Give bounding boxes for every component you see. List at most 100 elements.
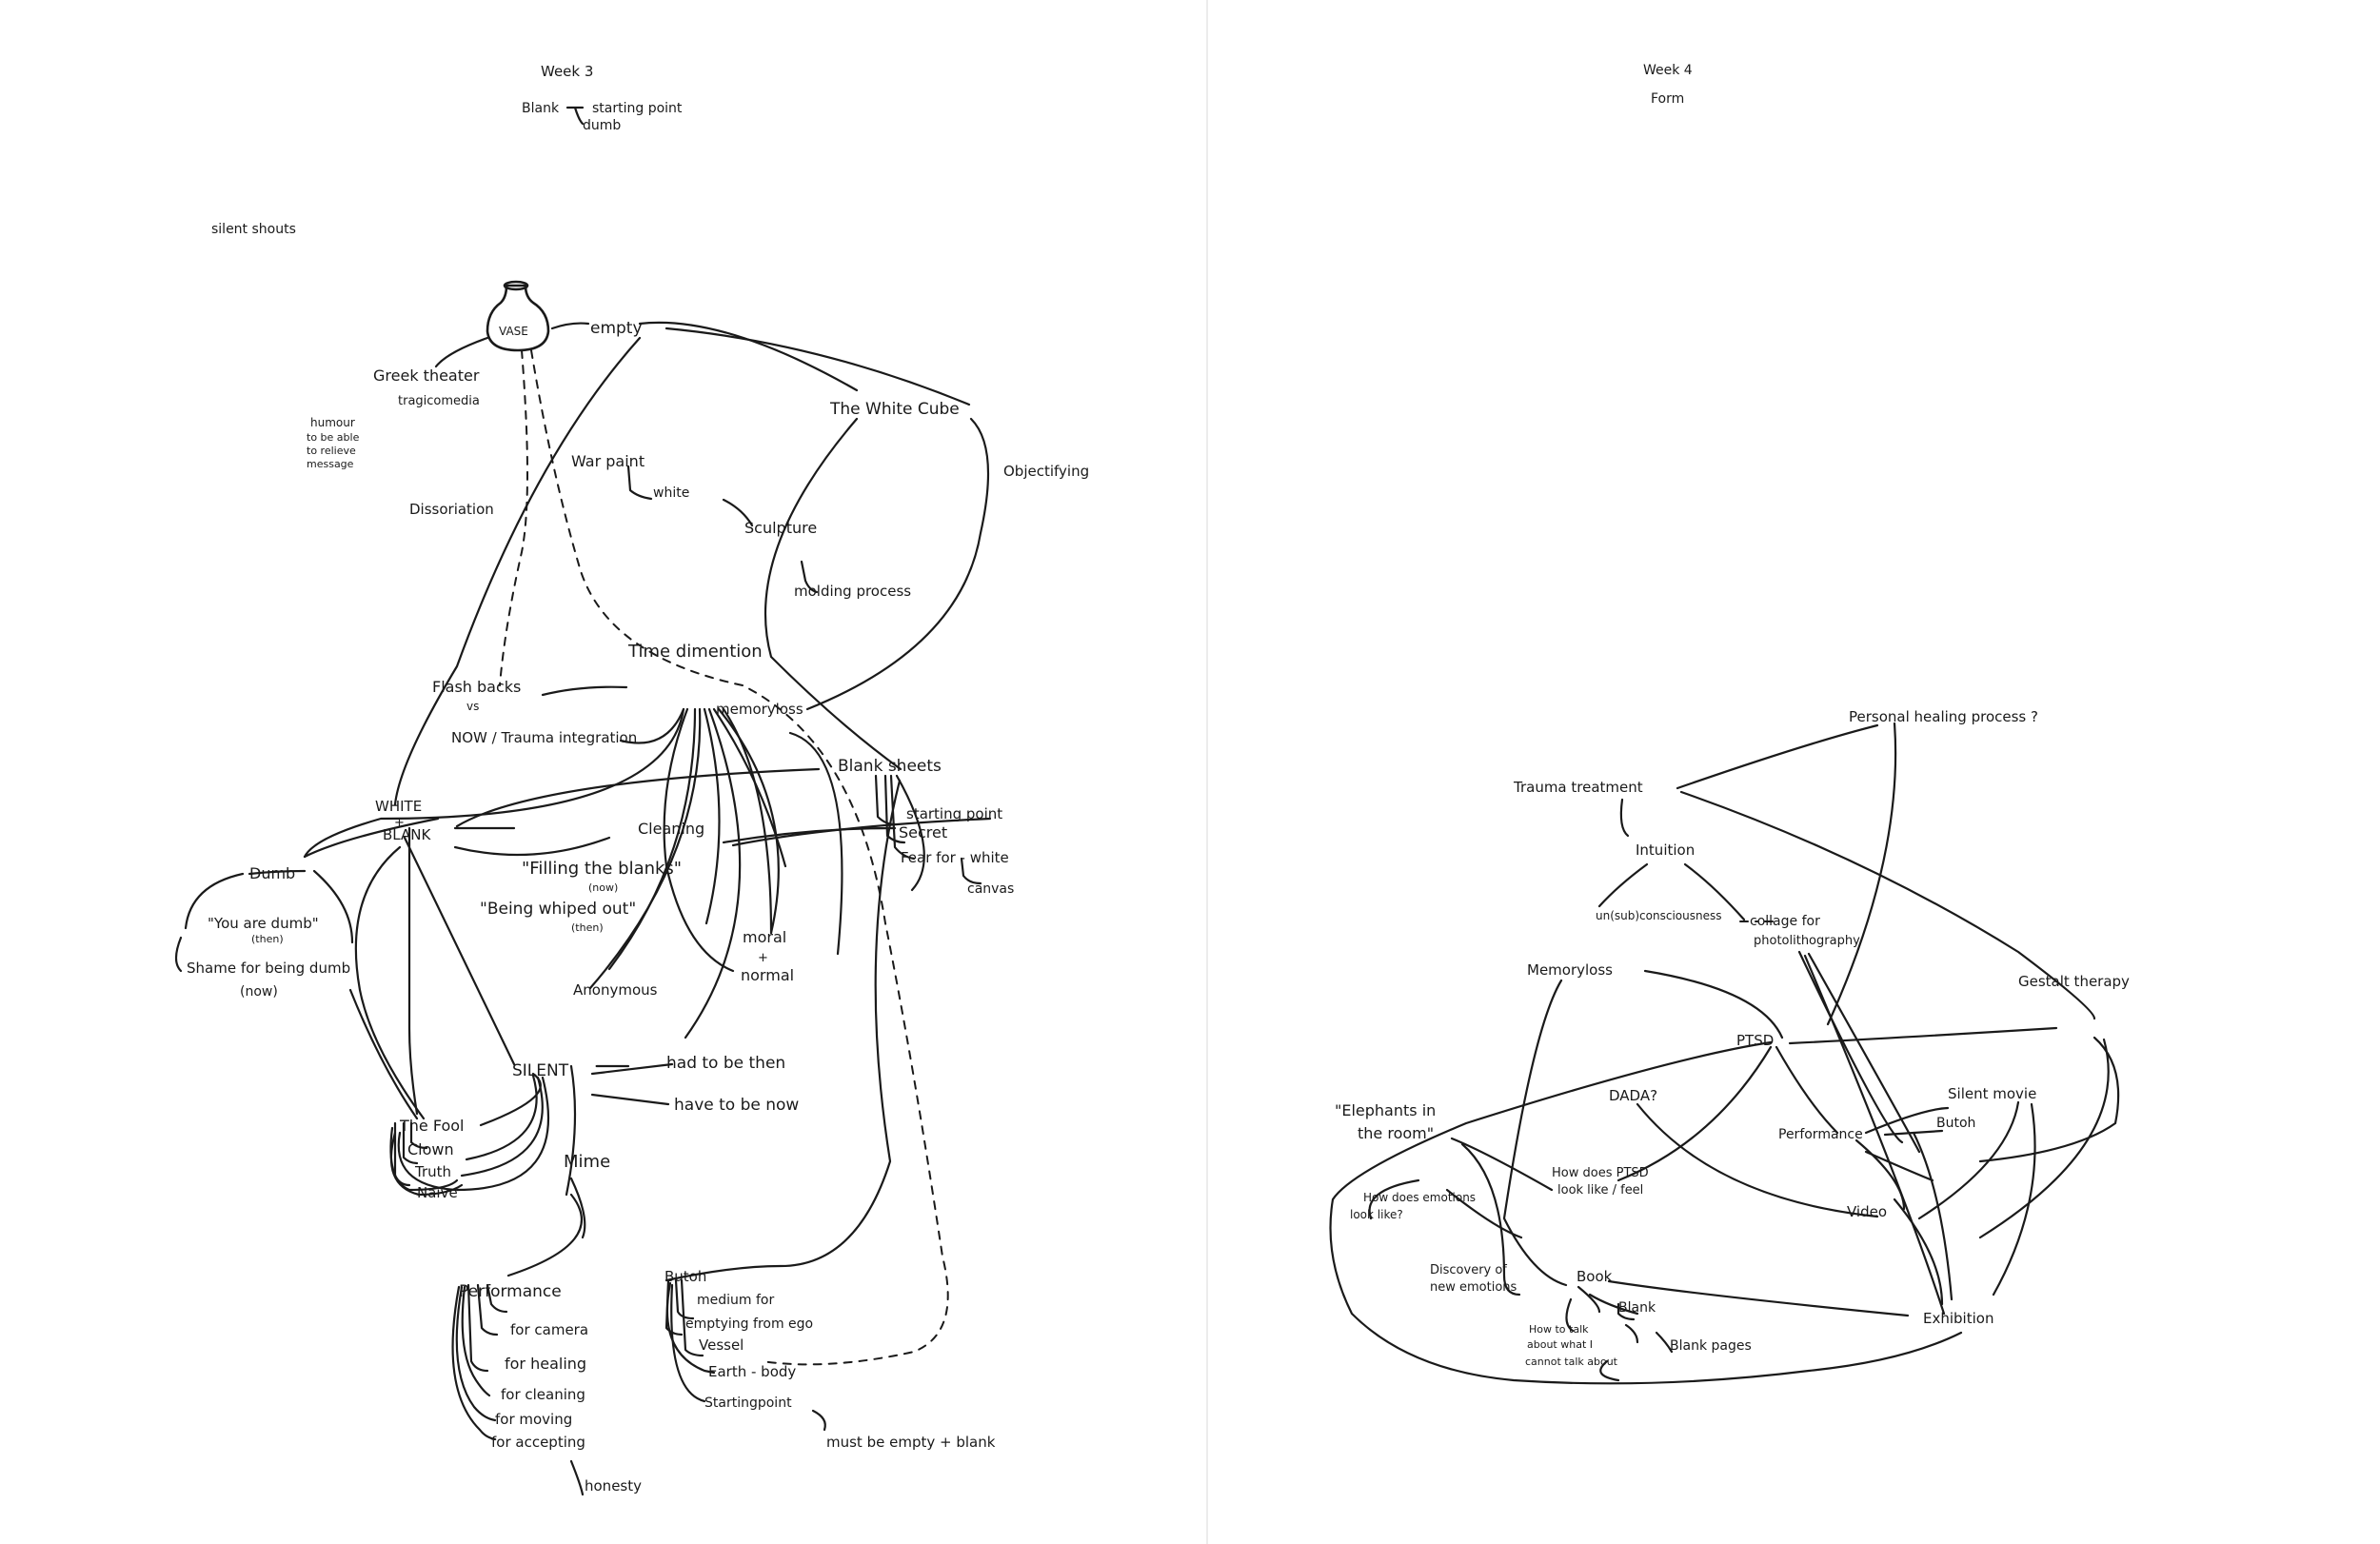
node-cleaning: Cleaning [638, 820, 704, 838]
right-connectors [1329, 722, 2120, 1385]
node-book: Book [1577, 1268, 1613, 1285]
svg-text:+: + [394, 816, 405, 830]
node-for-cleaning: for cleaning [501, 1386, 585, 1403]
node-sculpture: Sculpture [744, 519, 817, 537]
node-naive: Naive [417, 1184, 458, 1201]
node-butoh-r: Butoh [1936, 1116, 1975, 1131]
node-then-2: (then) [571, 921, 604, 934]
node-empty: empty [590, 319, 643, 338]
node-startingpoint: Startingpoint [704, 1396, 792, 1411]
node-dissoriation: Dissoriation [409, 501, 494, 518]
node-moral-plus: + [758, 951, 768, 965]
node-blank-r: Blank [1618, 1300, 1656, 1316]
node-how-to-talk: How to talk about what I cannot talk abo… [1525, 1323, 1618, 1368]
node-vessel: Vessel [699, 1336, 744, 1354]
right-page: Week 4 Form [1329, 63, 2130, 1385]
node-being-whiped-out: "Being whiped out" [480, 900, 636, 919]
node-ptsd: PTSD [1736, 1032, 1774, 1049]
svg-text:WHITE: WHITE [375, 798, 422, 815]
node-earth-body: Earth - body [708, 1363, 796, 1380]
node-now-1: (now) [240, 984, 278, 1000]
left-connectors [174, 321, 992, 1496]
node-tragicomedia: tragicomedia [398, 394, 480, 408]
node-for-healing: for healing [505, 1355, 586, 1373]
node-how-emotions-2: look like? [1350, 1208, 1403, 1221]
week3-blank-sub1: starting point [592, 101, 683, 116]
node-exhibition: Exhibition [1923, 1310, 1993, 1327]
vase-label: VASE [499, 325, 528, 338]
node-how-ptsd-2: look like / feel [1557, 1183, 1643, 1198]
week3-title: Week 3 [541, 63, 593, 80]
node-secret: Secret [899, 823, 947, 841]
node-shame: Shame for being dumb [187, 960, 350, 977]
svg-text:BLANK: BLANK [383, 826, 431, 843]
node-for-moving: for moving [495, 1411, 572, 1428]
node-canvas: canvas [967, 881, 1014, 897]
node-truth: Truth [414, 1163, 451, 1180]
week3-blank-word: Blank [522, 101, 560, 116]
node-emptying-ego: emptying from ego [685, 1316, 813, 1332]
node-discovery-1: Discovery of [1430, 1263, 1507, 1277]
margin-note: silent shouts [211, 222, 296, 237]
node-discovery-2: new emotions [1430, 1280, 1517, 1295]
node-collage-for: collage for [1750, 914, 1820, 929]
node-now-2: (now) [588, 881, 618, 894]
node-white-blank: WHITE + BLANK [375, 798, 431, 843]
node-butoh: Butoh [664, 1268, 706, 1285]
node-starting-point: starting point [906, 805, 1002, 822]
node-memoryloss: memoryloss [716, 701, 803, 718]
node-performance-r: Performance [1778, 1127, 1863, 1142]
svg-text:message: message [307, 458, 354, 470]
node-photolithography: photolithography [1754, 934, 1860, 948]
node-dada: DADA? [1609, 1087, 1657, 1104]
node-blank-sheets: Blank sheets [838, 757, 942, 776]
node-had-to-be-then: had to be then [666, 1054, 785, 1073]
week4-title: Week 4 [1643, 63, 1693, 78]
node-moral: moral [743, 928, 786, 946]
node-you-are-dumb: "You are dumb" [208, 915, 319, 932]
svg-text:to relieve: to relieve [307, 445, 356, 457]
week4-subtitle: Form [1651, 91, 1684, 107]
node-now-trauma: NOW / Trauma integration [451, 729, 637, 746]
left-dashed-links [499, 349, 949, 1366]
node-must-be-empty: must be empty + blank [826, 1434, 996, 1451]
node-time-dimention: Time dimention [627, 642, 763, 662]
week3-header-connector [565, 106, 585, 126]
node-how-emotions-1: How does emotions [1363, 1191, 1476, 1204]
node-humour: humour to be able to relieve message [307, 416, 360, 470]
node-silent-movie: Silent movie [1948, 1085, 2036, 1102]
svg-text:humour: humour [310, 416, 355, 429]
svg-text:cannot talk about: cannot talk about [1525, 1356, 1618, 1368]
node-filling-the-blanks: "Filling the blanks" [522, 859, 682, 879]
node-elephants: "Elephants in [1335, 1101, 1436, 1119]
node-for-accepting: for accepting [491, 1434, 585, 1451]
node-normal: normal [741, 966, 794, 984]
svg-text:to be able: to be able [307, 431, 360, 444]
node-white-cube: The White Cube [829, 400, 960, 419]
node-the-room: the room" [1358, 1124, 1434, 1142]
node-how-ptsd-1: How does PTSD [1552, 1166, 1649, 1180]
node-white: white [653, 485, 689, 501]
node-gestalt-therapy: Gestalt therapy [2018, 973, 2130, 990]
vase-icon [486, 280, 550, 352]
node-objectifying: Objectifying [1003, 463, 1089, 480]
node-medium-for: medium for [697, 1293, 774, 1308]
node-intuition: Intuition [1636, 841, 1695, 859]
node-greek-theater: Greek theater [373, 366, 480, 385]
node-video: Video [1847, 1203, 1887, 1220]
svg-text:How to talk: How to talk [1529, 1323, 1589, 1336]
node-blank-pages: Blank pages [1670, 1338, 1752, 1354]
node-trauma-treatment: Trauma treatment [1513, 779, 1643, 796]
left-page: Week 3 Blank starting point dumb silent … [174, 63, 1089, 1496]
svg-text:about what I: about what I [1527, 1338, 1593, 1351]
node-mime: Mime [564, 1152, 610, 1172]
node-war-paint: War paint [571, 452, 645, 470]
node-molding-process: molding process [794, 583, 911, 600]
node-have-to-be-now: have to be now [674, 1096, 799, 1115]
node-memoryloss-r: Memoryloss [1527, 961, 1613, 979]
node-clown: Clown [407, 1140, 454, 1158]
node-dumb: Dumb [249, 864, 295, 882]
node-unconsciousness: un(sub)consciousness [1596, 909, 1721, 922]
node-the-fool: The Fool [399, 1117, 465, 1135]
